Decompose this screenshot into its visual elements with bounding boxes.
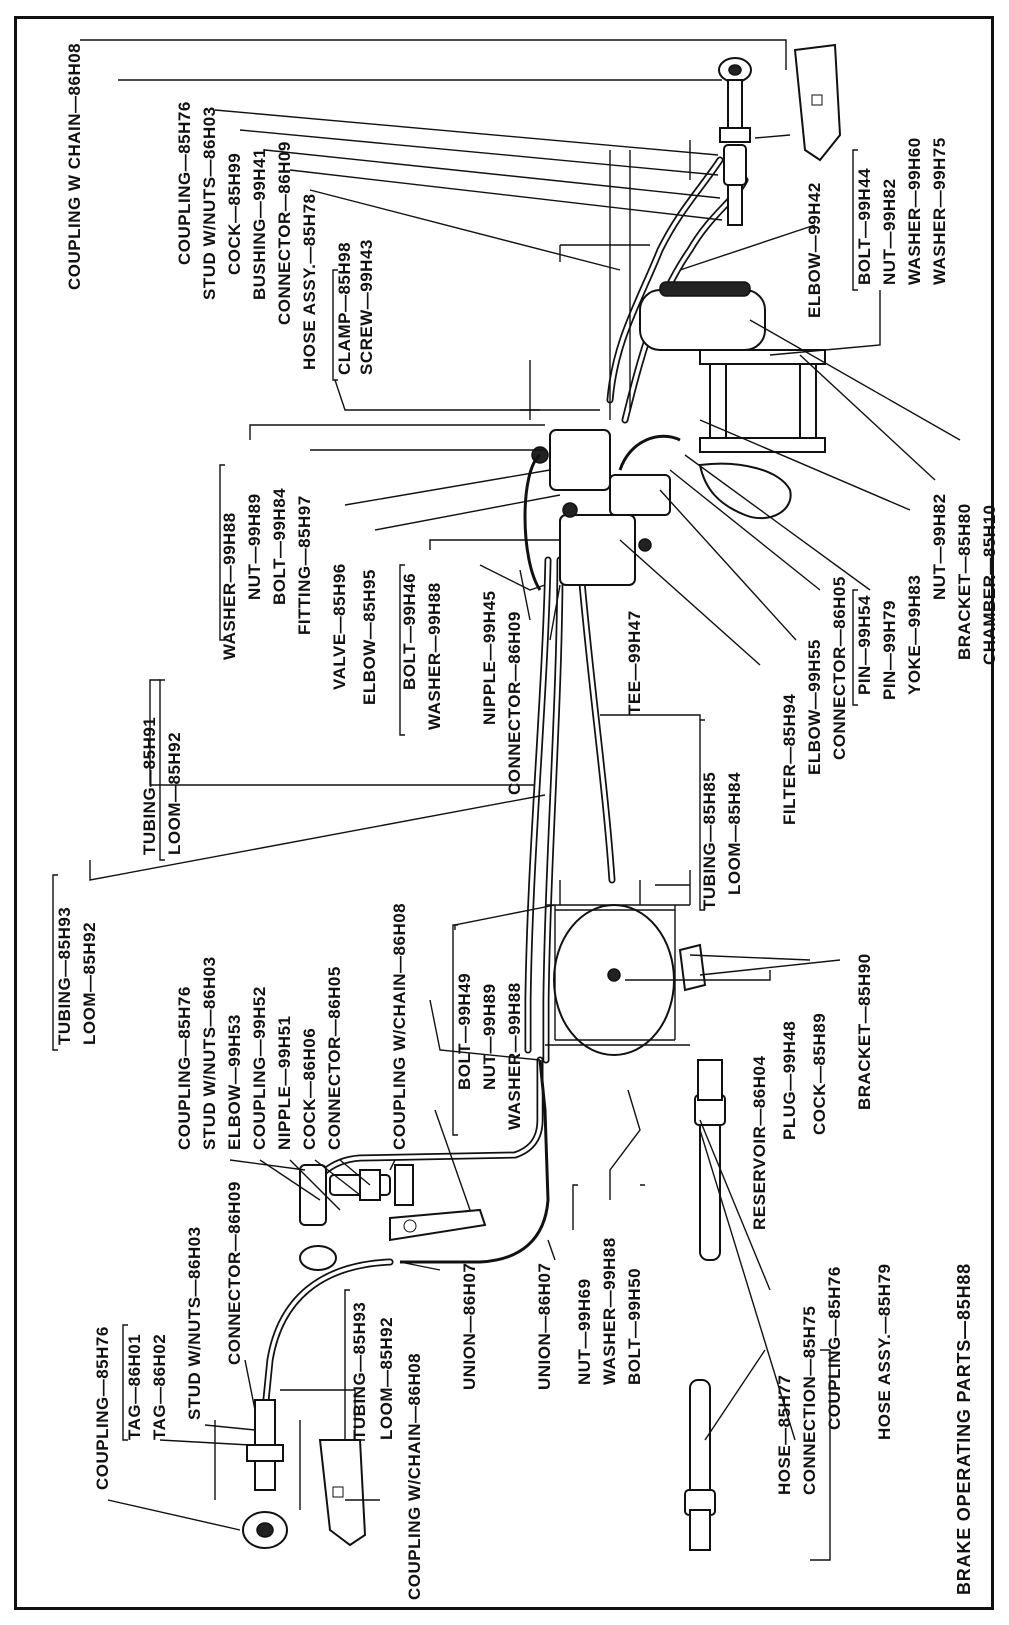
label-bracket-85h90: BRACKET—85H90 <box>855 953 874 1110</box>
label-pin-99h54: PIN—99H54 <box>855 595 874 695</box>
label-fitting-85h97: FITTING—85H97 <box>295 495 314 635</box>
label-coupling-w-chain-86h08-c: COUPLING W/CHAIN—86H08 <box>405 1353 424 1600</box>
label-loom-85h92: LOOM—85H92 <box>165 732 184 855</box>
rear-coupling <box>718 57 752 226</box>
label-hose-assy-85h78: HOSE ASSY.—85H78 <box>300 194 319 371</box>
label-union-86h07-b: UNION—86H07 <box>535 1263 554 1390</box>
label-tubing-85h93: TUBING—85H93 <box>55 907 74 1045</box>
figure-title: BRAKE OPERATING PARTS—85H88 <box>954 1263 974 1595</box>
reservoir <box>545 904 707 1056</box>
label-reservoir-86h04: RESERVOIR—86H04 <box>750 1056 769 1230</box>
label-screw-99h43: SCREW—99H43 <box>357 239 376 375</box>
label-coupling-99h52: COUPLING—99H52 <box>250 986 269 1150</box>
chamber-yoke <box>698 462 792 520</box>
label-bolt-99h44: BOLT—99H44 <box>855 168 874 285</box>
label-connector-86h05-b: CONNECTOR—86H05 <box>325 966 344 1150</box>
label-filter-85h94: FILTER—85H94 <box>780 694 799 825</box>
label-cock-85h89: COCK—85H89 <box>810 1013 829 1135</box>
label-elbow-99h55: ELBOW—99H55 <box>805 639 824 775</box>
label-pin-99h79: PIN—99H79 <box>880 600 899 700</box>
label-bolt-99h49: BOLT—99H49 <box>455 973 474 1090</box>
label-tag-86h02: TAG—86H02 <box>150 1334 169 1440</box>
label-coupling-w-chain-86h08: COUPLING W CHAIN—86H08 <box>65 43 84 290</box>
label-hose-assy-85h79: HOSE ASSY.—85H79 <box>875 1264 894 1441</box>
label-coupling-85h76: COUPLING—85H76 <box>175 101 194 265</box>
label-connection-85h75: CONNECTION—85H75 <box>800 1306 819 1495</box>
label-cock-85h99: COCK—85H99 <box>225 153 244 275</box>
label-stud-w-nuts-86h03-b: STUD W/NUTS—86H03 <box>200 956 219 1150</box>
label-loom-85h92-c: LOOM—85H92 <box>377 1317 396 1440</box>
label-tag-86h01: TAG—86H01 <box>125 1334 144 1440</box>
label-loom-85h84: LOOM—85H84 <box>725 772 744 895</box>
label-coupling-w-chain-86h08-b: COUPLING W/CHAIN—86H08 <box>390 903 409 1150</box>
brake-chamber <box>639 281 826 453</box>
label-tubing-85h85: TUBING—85H85 <box>700 772 719 910</box>
label-coupling-85h76-c: COUPLING—85H76 <box>93 1326 112 1490</box>
label-stud-w-nuts-86h03-c: STUD W/NUTS—86H03 <box>185 1226 204 1420</box>
label-bolt-99h84: BOLT—99H84 <box>270 488 289 605</box>
label-connector-86h09: CONNECTOR—86H09 <box>275 141 294 325</box>
label-union-86h07: UNION—86H07 <box>460 1263 479 1390</box>
label-washer-99h88-c: WASHER—99H88 <box>505 982 524 1130</box>
label-connector-86h05: CONNECTOR—86H05 <box>830 576 849 760</box>
label-stud-w-nuts-86h03: STUD W/NUTS—86H03 <box>200 106 219 300</box>
label-loom-85h92-b: LOOM—85H92 <box>80 922 99 1045</box>
label-yoke-99h83: YOKE—99H83 <box>905 575 924 695</box>
coupling-chain-tag-front <box>389 1208 487 1242</box>
label-nut-99h82: NUT—99H82 <box>880 178 899 285</box>
label-cock-86h06: COCK—86H06 <box>300 1028 319 1150</box>
label-washer-99h60: WASHER—99H60 <box>905 137 924 285</box>
label-washer-99h88-d: WASHER—99H88 <box>600 1237 619 1385</box>
relay-valve <box>531 429 671 586</box>
label-bolt-99h50: BOLT—99H50 <box>625 1268 644 1385</box>
front-coupling-emergency <box>214 1399 301 1549</box>
label-tee-99h47: TEE—99H47 <box>625 610 644 715</box>
label-washer-99h88: WASHER—99H88 <box>220 512 239 660</box>
label-elbow-85h95: ELBOW—85H95 <box>360 569 379 705</box>
part-labels: COUPLING W CHAIN—86H08 COUPLING—85H76 ST… <box>52 43 999 1600</box>
label-elbow-99h42: ELBOW—99H42 <box>805 182 824 318</box>
front-tubing-lower <box>261 1258 394 1414</box>
diagram-border <box>14 16 994 1610</box>
label-coupling-85h76-b: COUPLING—85H76 <box>175 986 194 1150</box>
label-valve-85h96: VALVE—85H96 <box>330 563 349 690</box>
label-nut-99h89-b: NUT—99H89 <box>480 983 499 1090</box>
label-connector-86h09-b: CONNECTOR—86H09 <box>505 611 524 795</box>
hose-assembly-85H79 <box>684 1059 726 1551</box>
label-nut-99h82-b: NUT—99H82 <box>930 493 949 600</box>
label-bushing-99h41: BUSHING—99H41 <box>250 148 269 300</box>
label-nipple-99h45: NIPPLE—99H45 <box>480 591 499 726</box>
label-washer-99h88-b: WASHER—99H88 <box>425 582 444 730</box>
label-washer-99h75: WASHER—99H75 <box>930 137 949 285</box>
label-elbow-99h53: ELBOW—99H53 <box>225 1014 244 1150</box>
label-tubing-85h93-b: TUBING—85H93 <box>350 1302 369 1440</box>
label-nut-99h69: NUT—99H69 <box>575 1278 594 1385</box>
label-nipple-99h51: NIPPLE—99H51 <box>275 1016 294 1151</box>
label-coupling-85h76-d: COUPLING—85H76 <box>825 1266 844 1430</box>
label-chamber-85h10: CHAMBER—85H10 <box>980 505 999 665</box>
label-connector-86h09-c: CONNECTOR—86H09 <box>225 1181 244 1365</box>
label-hose-85h77: HOSE—85H77 <box>775 1375 794 1495</box>
label-clamp-85h98: CLAMP—85H98 <box>335 242 354 375</box>
diagram-artwork <box>214 43 842 1551</box>
label-bolt-99h46: BOLT—99H46 <box>400 573 419 690</box>
label-nut-99h89: NUT—99H89 <box>245 493 264 600</box>
label-tubing-85h91: TUBING—85H91 <box>140 717 159 855</box>
leader-lines <box>80 39 961 1561</box>
label-bracket-85h80: BRACKET—85H80 <box>955 503 974 660</box>
label-plug-99h48: PLUG—99H48 <box>780 1021 799 1140</box>
